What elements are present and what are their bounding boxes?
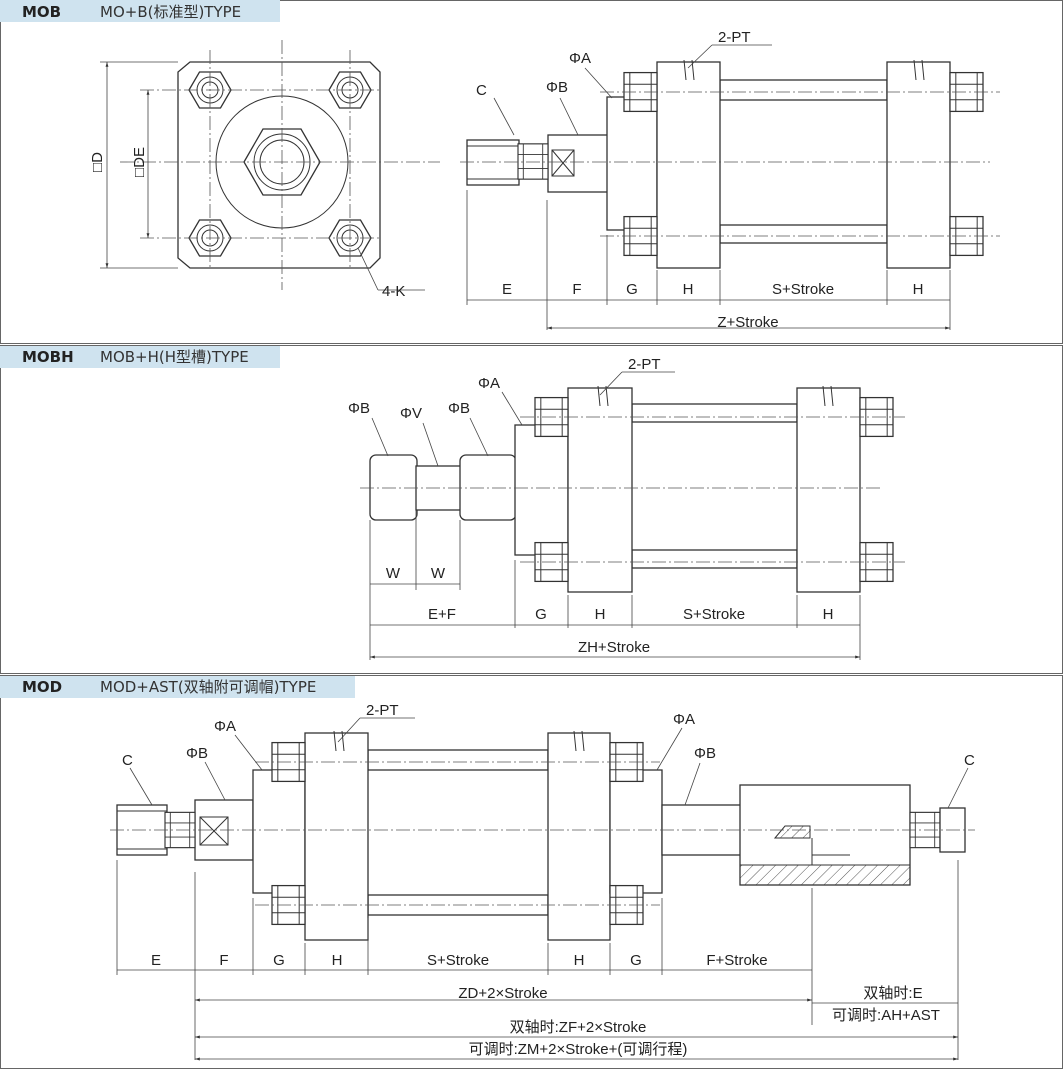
dim-h-label: H [574,952,585,969]
dim-c-label: C [964,752,975,769]
dim-phi-b-label: ΦB [448,400,470,417]
section-title: MOB+H(H型槽)TYPE [100,348,249,366]
dim-d-label: □D [89,152,106,172]
dim-f-stroke-label: F+Stroke [706,952,767,969]
dim-g-label: G [626,281,638,298]
dim-phi-b-label: ΦB [348,400,370,417]
dim-phi-b-label: ΦB [546,79,568,96]
dim-zh-stroke-label: ZH+Stroke [578,639,650,656]
dim-h-label: H [595,606,606,623]
dim-phi-a-label: ΦA [478,375,500,392]
dim-f-label: F [219,952,228,969]
mobh-side-view: ΦB ΦV ΦB ΦA 2-PT W W E+F G H S+Stroke H … [348,356,905,660]
dim-phi-v-label: ΦV [400,405,422,422]
dim-h-label: H [332,952,343,969]
mob-front-view: □D □DE 4-K [89,40,440,300]
dim-s-stroke-label: S+Stroke [772,281,834,298]
port-pt-label: 2-PT [366,702,399,719]
dim-h-label: H [913,281,924,298]
dim-c-label: C [476,82,487,99]
dim-h-label: H [683,281,694,298]
section-header-mob: MOB MO+B(标准型)TYPE [0,0,280,22]
section-code: MOD [22,678,62,696]
section-header-mobh: MOBH MOB+H(H型槽)TYPE [0,346,280,368]
section-title: MO+B(标准型)TYPE [100,3,241,21]
dim-phi-a-label: ΦA [673,711,695,728]
dim-h-label: H [823,606,834,623]
section-title: MOD+AST(双轴附可调帽)TYPE [100,678,316,696]
dim-e-f-label: E+F [428,606,456,623]
mod-side-view: C ΦB ΦA 2-PT ΦA ΦB C E F G H S+Stroke H … [110,702,975,1061]
dim-g-label: G [630,952,642,969]
dim-zd-label: ZD+2×Stroke [458,985,547,1002]
mob-side-view: C ΦB ΦA 2-PT E F G H S+Stroke H Z+Stroke [460,29,1000,331]
dim-zm-label: 可调时:ZM+2×Stroke+(可调行程) [469,1041,688,1058]
dim-phi-a-label: ΦA [569,50,591,67]
dim-z-stroke-label: Z+Stroke [717,314,778,331]
section-code: MOB [22,3,61,21]
dim-double-e-label: 双轴时:E [863,985,922,1002]
port-pt-label: 2-PT [718,29,751,46]
dim-phi-a-label: ΦA [214,718,236,735]
dim-k-label: 4-K [382,283,405,300]
dim-w-label: W [431,565,446,582]
rod-nut [516,142,550,181]
dim-e-label: E [151,952,161,969]
dim-ah-ast-label: 可调时:AH+AST [832,1007,940,1024]
dim-g-label: G [273,952,285,969]
dim-de-label: □DE [131,147,148,177]
dim-s-stroke-label: S+Stroke [683,606,745,623]
dim-phi-b-label: ΦB [186,745,208,762]
section-header-mod: MOD MOD+AST(双轴附可调帽)TYPE [0,676,355,698]
dim-s-stroke-label: S+Stroke [427,952,489,969]
port-pt-label: 2-PT [628,356,661,373]
dim-zf-label: 双轴时:ZF+2×Stroke [510,1019,647,1036]
section-code: MOBH [22,348,74,366]
dim-e-label: E [502,281,512,298]
dim-g-label: G [535,606,547,623]
dim-f-label: F [572,281,581,298]
dim-w-label: W [386,565,401,582]
dim-c-label: C [122,752,133,769]
dim-phi-b-label: ΦB [694,745,716,762]
